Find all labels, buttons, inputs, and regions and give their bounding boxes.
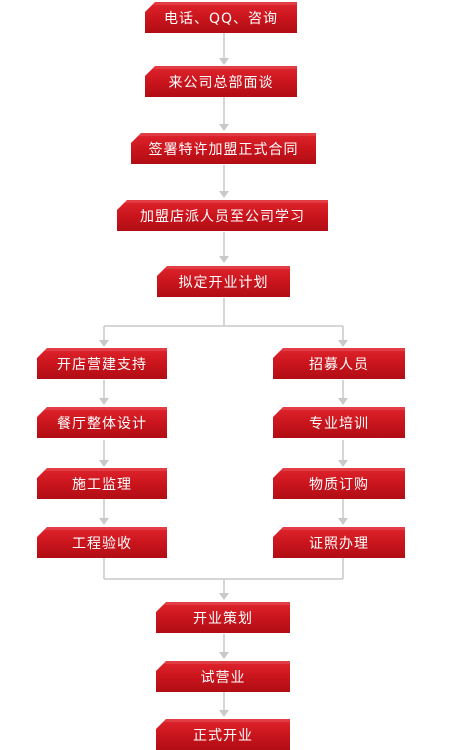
left-step-construction-supervision: 施工监理 — [37, 468, 167, 499]
left-step-project-acceptance: 工程验收 — [37, 527, 167, 558]
step-opening-plan: 拟定开业计划 — [157, 266, 290, 297]
left-step-restaurant-design: 餐厅整体设计 — [37, 407, 167, 438]
left-step-store-build-support: 开店营建支持 — [37, 348, 167, 379]
right-step-recruit-staff: 招募人员 — [273, 348, 405, 379]
connector-arrowheads — [99, 58, 348, 717]
step-hq-interview: 来公司总部面谈 — [145, 66, 297, 97]
step-trial-operation: 试营业 — [156, 661, 290, 692]
right-step-material-ordering: 物质订购 — [273, 468, 405, 499]
right-step-professional-training: 专业培训 — [273, 407, 405, 438]
right-step-license-processing: 证照办理 — [273, 527, 405, 558]
step-staff-training-visit: 加盟店派人员至公司学习 — [117, 200, 328, 231]
step-opening-planning: 开业策划 — [156, 602, 290, 633]
step-grand-opening: 正式开业 — [156, 719, 290, 750]
step-sign-contract: 签署特许加盟正式合同 — [131, 133, 316, 164]
step-contact: 电话、QQ、咨询 — [145, 2, 297, 33]
